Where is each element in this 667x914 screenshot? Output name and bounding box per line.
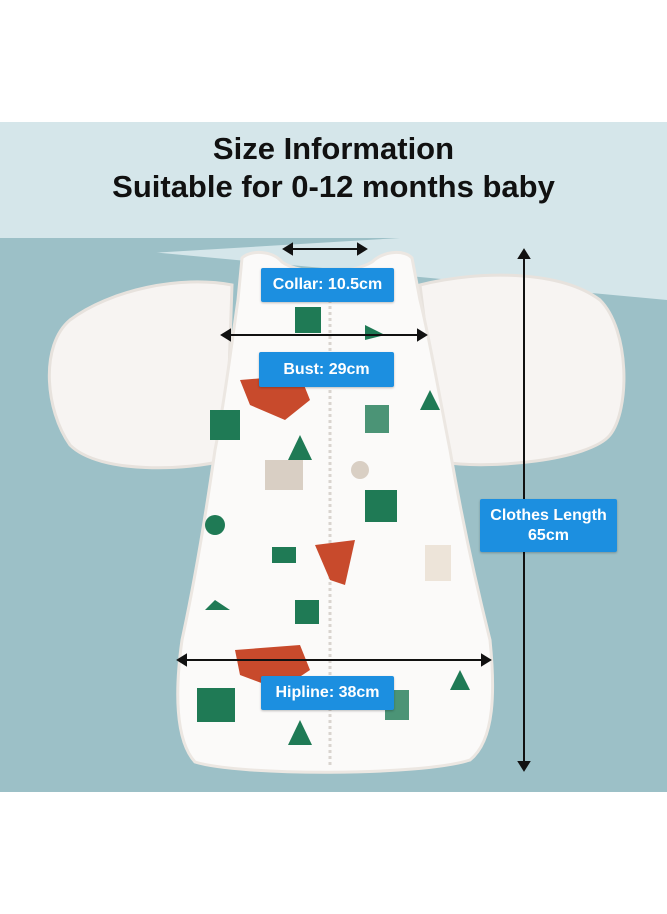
banner-wedge-left <box>0 238 400 262</box>
tree-motif-4 <box>450 670 470 690</box>
gift-motif <box>210 410 240 440</box>
title-block: Size Information Suitable for 0-12 month… <box>0 130 667 206</box>
length-label: Clothes Length <box>490 506 607 524</box>
plant-motif <box>205 515 225 535</box>
tree-motif-6 <box>420 390 440 410</box>
bust-label: Bust: 29cm <box>259 352 394 387</box>
flower-motif <box>315 540 355 585</box>
bunny-motif-2 <box>425 545 451 581</box>
gift-motif-5 <box>295 600 319 624</box>
bust-arrow <box>220 328 428 342</box>
tree-motif-2 <box>205 600 230 610</box>
tree-motif-3 <box>365 325 385 340</box>
bunny-sweater-motif <box>365 405 389 433</box>
length-value: 65cm <box>528 526 569 544</box>
bunny-motif-4 <box>351 461 369 479</box>
right-wing <box>418 273 626 467</box>
page-subtitle: Suitable for 0-12 months baby <box>112 169 555 204</box>
length-label-box: Clothes Length 65cm <box>480 499 617 552</box>
bunny-motif <box>265 460 303 490</box>
gift-motif-3 <box>197 688 235 722</box>
collar-arrow <box>282 242 368 256</box>
hipline-arrow <box>176 653 492 667</box>
title-banner <box>0 122 667 238</box>
gift-motif-2 <box>365 490 397 522</box>
tree-motif <box>288 435 312 460</box>
tree-motif-5 <box>288 720 312 745</box>
page-title: Size Information <box>212 131 455 166</box>
collar-label: Collar: 10.5cm <box>261 268 394 302</box>
gift-motif-6 <box>272 547 296 563</box>
hipline-label: Hipline: 38cm <box>261 676 394 710</box>
gift-motif-4 <box>295 307 321 333</box>
left-wing <box>47 280 234 470</box>
